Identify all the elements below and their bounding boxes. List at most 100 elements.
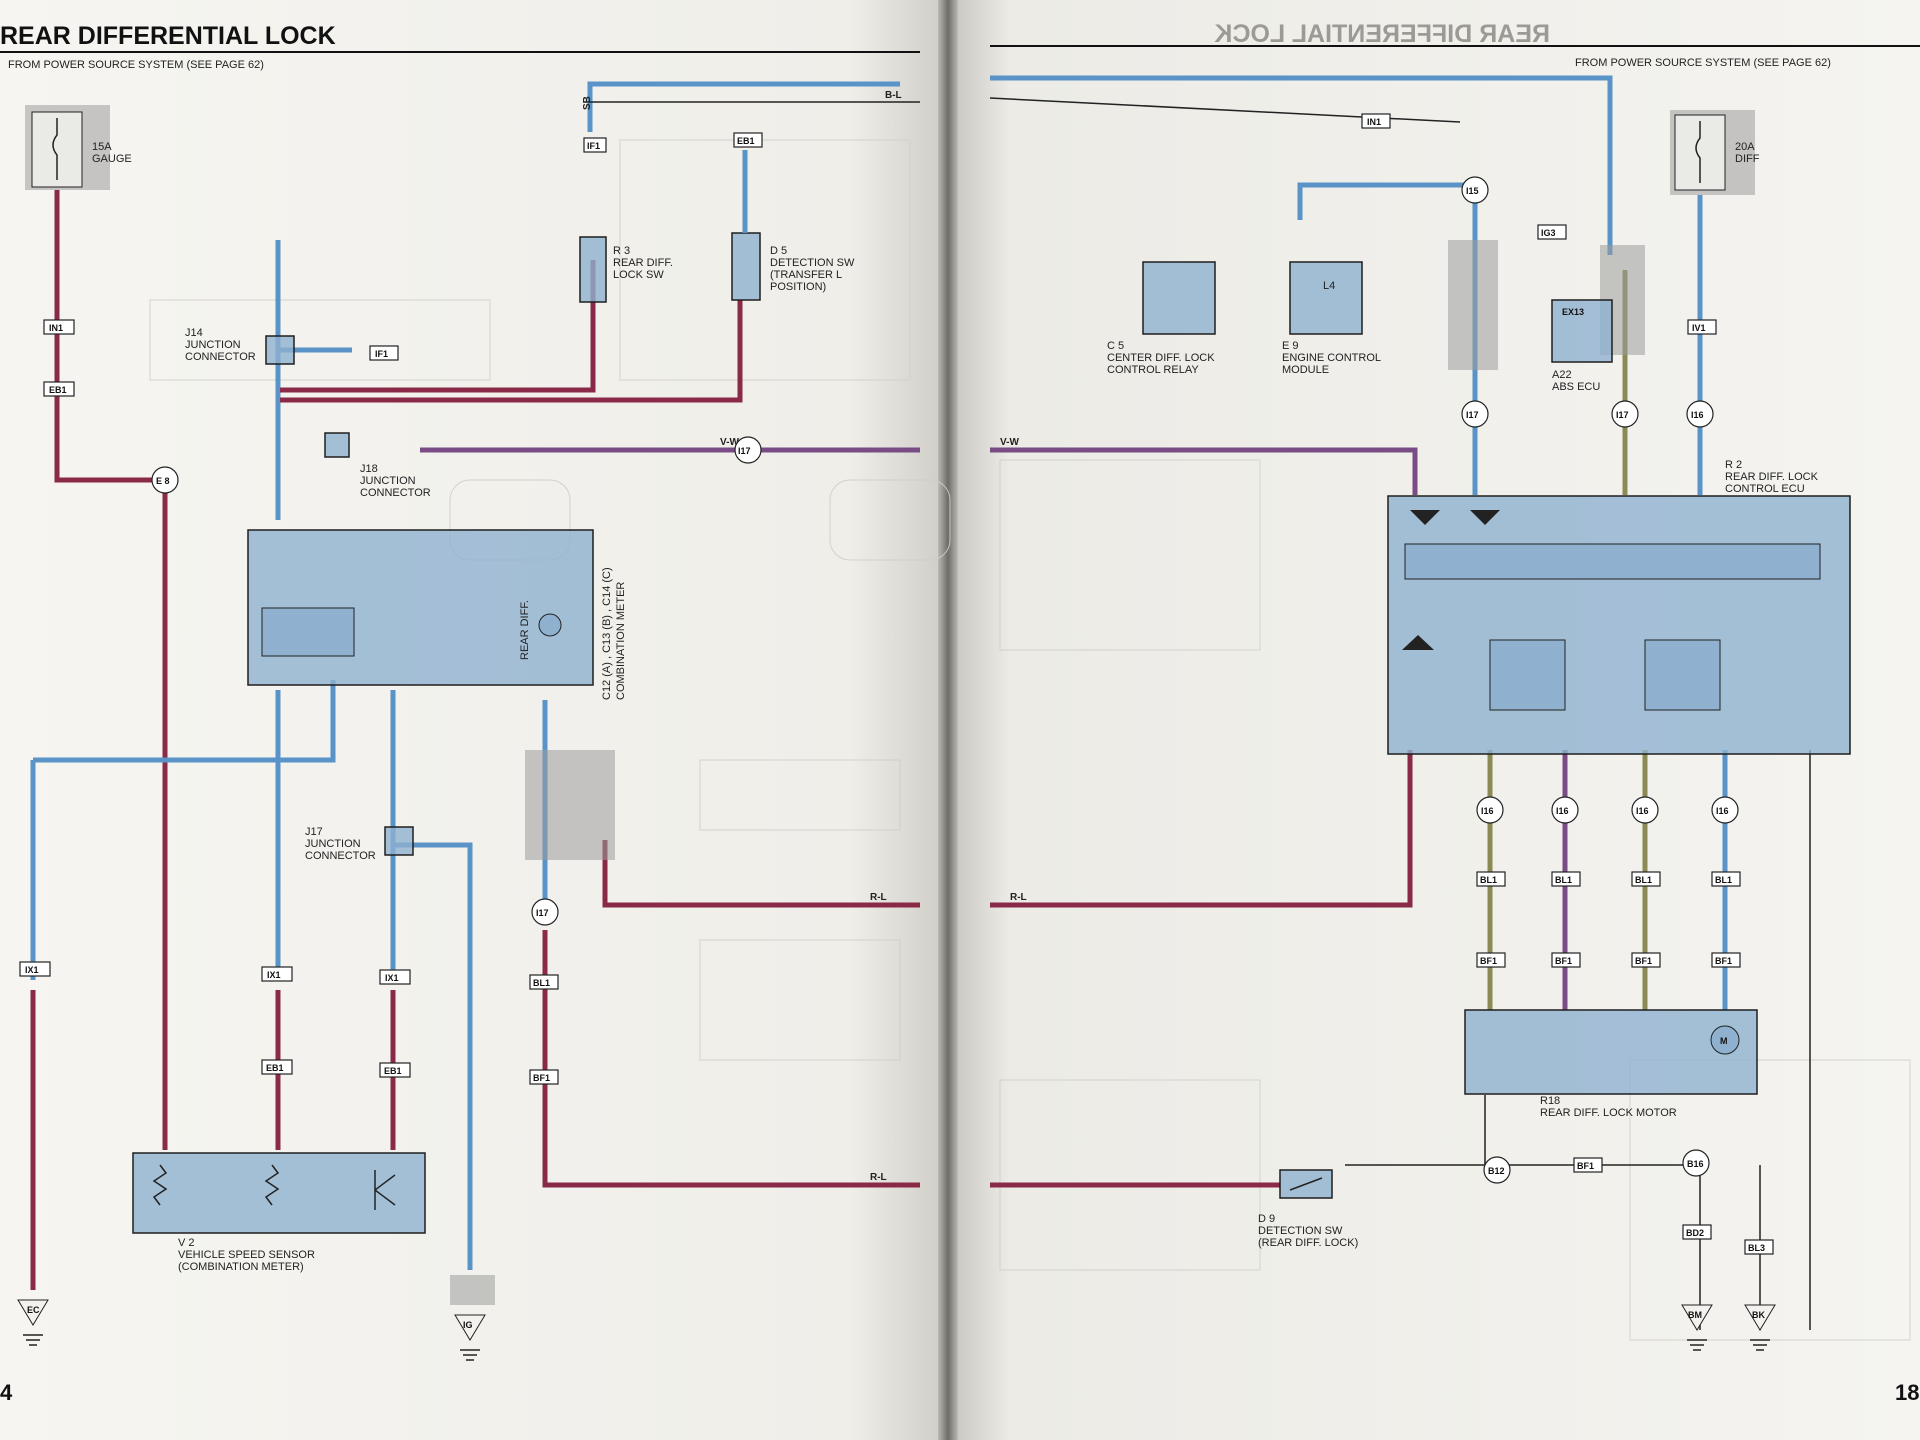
conn-bl3 [1744, 1239, 1774, 1255]
j18-l2: CONNECTOR [360, 487, 431, 499]
e9-ecm [1289, 261, 1363, 335]
wire-bl-label: B-L [885, 90, 902, 101]
conn-i16-top [1686, 400, 1714, 428]
conn-bl1-d-label: BL1 [1715, 875, 1732, 885]
conn-i16-top-label: I16 [1691, 410, 1704, 420]
conn-ix1-c-label: IX1 [385, 973, 399, 983]
wire-rl-mid [602, 840, 920, 908]
conn-bf1-e [1573, 1157, 1603, 1173]
fuse-gauge-symbol-icon [52, 118, 58, 180]
fuse-diff-symbol-icon [1695, 121, 1701, 183]
motor-icon [1710, 1025, 1740, 1055]
ground-ig: IG [454, 1314, 486, 1361]
fuse-diff-name: DIFF [1735, 153, 1760, 165]
conn-bd2-label: BD2 [1686, 1228, 1704, 1238]
wire-rl-right-label: R-L [1010, 892, 1027, 903]
conn-bf1-c-label: BF1 [1635, 956, 1652, 966]
mirrored-title: REAR DIFFERENTIAL LOCK [1214, 20, 1550, 48]
r2-l1: REAR DIFF. LOCK [1725, 471, 1819, 483]
conn-bf1-d-label: BF1 [1715, 956, 1732, 966]
wire-sb-label: SB [582, 96, 593, 110]
motor-letter: M [1720, 1036, 1728, 1046]
conn-eb1 [43, 381, 75, 397]
ground-bm: BM [1681, 1304, 1713, 1351]
r2-l2: CONTROL ECU [1725, 483, 1805, 495]
conn-bf1-c [1631, 952, 1661, 968]
conn-i17-r1-label: I17 [1466, 410, 1479, 420]
d5-switch [731, 232, 761, 301]
conn-in1-right [1361, 113, 1391, 129]
wire-rl-left [54, 190, 165, 483]
r2-relay-1-icon [1489, 639, 1566, 711]
book-gutter [938, 0, 958, 1440]
wire-sb-right-top [990, 75, 1613, 255]
meter-name: COMBINATION METER [615, 582, 627, 700]
conn-bf1-b-label: BF1 [1555, 956, 1572, 966]
rear-diff-indicator-icon [538, 613, 562, 637]
wire-rl-d5 [280, 300, 743, 403]
ground-ec-label: EC [27, 1305, 40, 1315]
conn-i17-top [734, 436, 762, 464]
connector-3c-3e-box [1448, 240, 1498, 370]
right-connector-tags: IN1 I15 IG3 I17 I17 I16 IV1 I16 I16 I16 … [1361, 113, 1774, 1255]
wire-bl-c5 [1297, 182, 1475, 220]
conn-if1-j14-label: IF1 [375, 349, 388, 359]
d9-switch-icon [1289, 1177, 1323, 1191]
j18-connector [324, 432, 350, 458]
j14-code: J14 [185, 327, 203, 339]
meter-inner-label: REAR DIFF. [519, 600, 531, 660]
d5-code: D 5 [770, 245, 787, 257]
conn-i17-mid [531, 898, 559, 926]
r18-code: R18 [1540, 1095, 1560, 1107]
conn-i17-mid-label: I17 [536, 908, 549, 918]
conn-ig3 [1537, 224, 1567, 240]
e9-code: E 9 [1282, 340, 1299, 352]
conn-ix1-a-label: IX1 [25, 965, 39, 975]
c5-code: C 5 [1107, 340, 1124, 352]
conn-iv1-label: IV1 [1692, 323, 1706, 333]
conn-i15 [1461, 176, 1489, 204]
ground-ec: EC [17, 1299, 49, 1346]
conn-bf1-b [1551, 952, 1581, 968]
bleed-through-text [149, 139, 1911, 1341]
c5-l1: CENTER DIFF. LOCK [1107, 352, 1215, 364]
conn-eb1-b [261, 1059, 293, 1075]
conn-in1-label: IN1 [49, 323, 63, 333]
conn-i16-b-label: I16 [1556, 806, 1569, 816]
conn-i17-r1 [1461, 400, 1489, 428]
v2-resistor-2-icon [264, 1164, 280, 1206]
conn-bd2 [1682, 1224, 1712, 1240]
r2-code: R 2 [1725, 459, 1742, 471]
v2-transistor-icon [374, 1170, 396, 1210]
v2-l2: (COMBINATION METER) [178, 1261, 304, 1273]
wire-rl-right [990, 750, 1413, 908]
wire-rl-bottom [542, 930, 920, 1188]
wire-sb-top [587, 81, 900, 132]
conn-ix1-b-label: IX1 [267, 970, 281, 980]
conn-bl1-c-label: BL1 [1635, 875, 1652, 885]
j17-l1: JUNCTION [305, 838, 361, 850]
d5-l3: POSITION) [770, 281, 826, 293]
j14-connector [265, 335, 295, 365]
v2-code: V 2 [178, 1237, 195, 1249]
wire-rl-label-bottom: R-L [870, 1172, 887, 1183]
a22-abs-ecu [1551, 299, 1613, 363]
ground-bk-label: BK [1752, 1310, 1765, 1320]
d9-code: D 9 [1258, 1213, 1275, 1225]
conn-bf1-left-label: BF1 [533, 1073, 550, 1083]
v2-l1: VEHICLE SPEED SENSOR [178, 1249, 315, 1261]
e9-l1: ENGINE CONTROL [1282, 352, 1381, 364]
connector-block-3i-3e [525, 750, 615, 860]
fuse-gauge-name: GAUGE [92, 153, 132, 165]
ground-bm-label: BM [1688, 1310, 1702, 1320]
v2-resistor-1-icon [152, 1164, 168, 1206]
conn-bl1-b-label: BL1 [1555, 875, 1572, 885]
conn-bf1-a [1476, 952, 1506, 968]
conn-e8 [151, 466, 179, 494]
conn-ix1-c [379, 969, 411, 985]
conn-i17-top-label: I17 [738, 446, 751, 456]
j17-l2: CONNECTOR [305, 850, 376, 862]
wire-vw-right [990, 447, 1418, 495]
fuse-diff-rating: 20A [1735, 141, 1755, 153]
